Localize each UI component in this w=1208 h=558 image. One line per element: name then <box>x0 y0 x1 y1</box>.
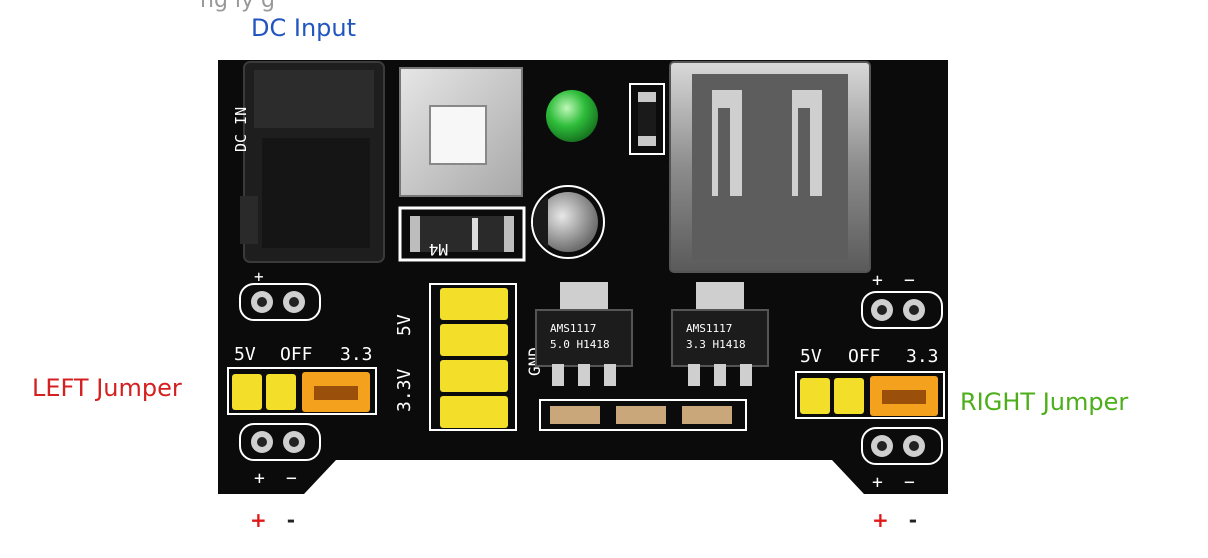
left-off-label: OFF <box>280 344 313 365</box>
top-right-power-pins[interactable] <box>861 291 943 329</box>
output-header-pins[interactable] <box>429 283 517 431</box>
left-polarity-marks: +- <box>250 508 295 532</box>
power-led <box>546 90 598 142</box>
diode-label: M4 <box>429 240 448 259</box>
regulator-33v-line1: AMS1117 <box>686 322 732 335</box>
power-switch[interactable] <box>399 67 523 197</box>
center-33v-label: 3.3V <box>394 368 415 412</box>
left-minus-mark: - <box>286 508 296 532</box>
bottom-left-power-pins[interactable] <box>239 423 321 461</box>
dc-in-silkscreen: DC IN <box>232 107 250 152</box>
right-5v-label: 5V <box>800 346 822 367</box>
left-jumper-header[interactable] <box>227 367 377 415</box>
top-partial-text: ng ly g <box>200 0 275 13</box>
right-jumper-label: RIGHT Jumper <box>960 388 1129 416</box>
capacitor <box>531 185 605 259</box>
right-33-label: 3.3 <box>906 346 939 367</box>
dc-input-label: DC Input <box>251 14 357 42</box>
regulator-5v-line1: AMS1117 <box>550 322 596 335</box>
bl-plus-label: + <box>254 468 265 489</box>
left-33-label: 3.3 <box>340 344 373 365</box>
right-polarity-marks: +- <box>872 508 917 532</box>
right-jumper-header[interactable] <box>795 371 945 419</box>
left-5v-label: 5V <box>234 344 256 365</box>
usb-port <box>669 61 871 273</box>
tr-plus-label: + <box>872 270 883 291</box>
smd-resistor <box>629 83 665 155</box>
br-plus-label: + <box>872 472 883 493</box>
br-minus-label: − <box>904 472 915 493</box>
tl-plus-label: + <box>254 267 264 286</box>
regulator-5v-line2: 5.0 H1418 <box>550 338 610 351</box>
bl-minus-label: − <box>286 468 297 489</box>
smd-components-row <box>539 399 747 431</box>
regulator-33v-line2: 3.3 H1418 <box>686 338 746 351</box>
regulator-5v <box>535 282 633 386</box>
tr-minus-label: − <box>904 270 915 291</box>
diode-m4 <box>398 206 526 262</box>
left-jumper-label: LEFT Jumper <box>32 374 182 402</box>
bottom-right-power-pins[interactable] <box>861 427 943 465</box>
right-plus-mark: + <box>872 508 889 532</box>
right-off-label: OFF <box>848 346 881 367</box>
dc-barrel-jack <box>240 61 385 263</box>
regulator-33v <box>671 282 769 386</box>
center-5v-label: 5V <box>394 314 415 336</box>
left-plus-mark: + <box>250 508 267 532</box>
right-minus-mark: - <box>908 508 918 532</box>
top-left-power-pins[interactable] <box>239 283 321 321</box>
